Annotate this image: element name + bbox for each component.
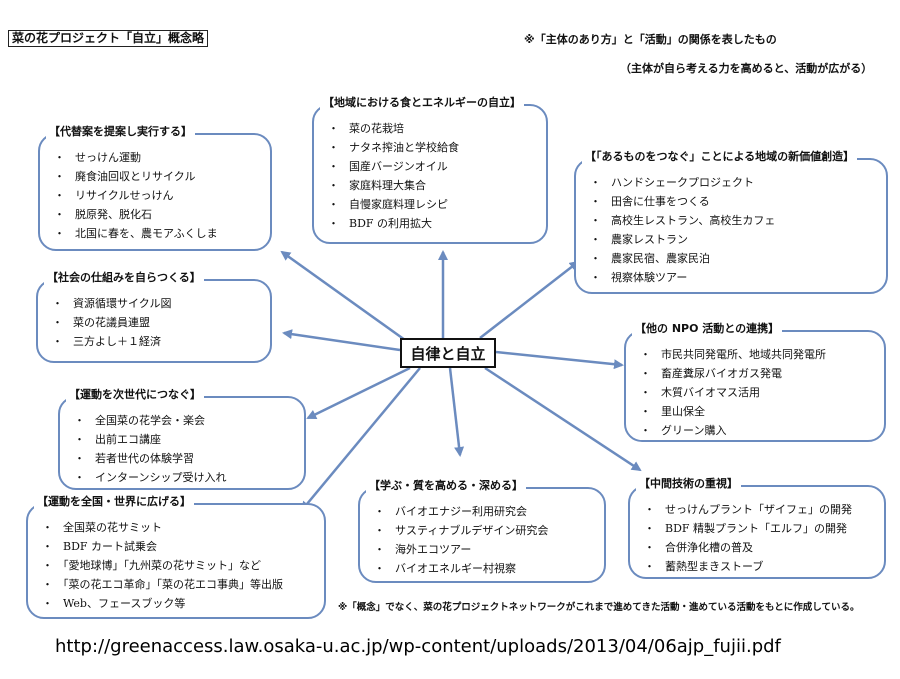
box-local-food: 【地域における食とエネルギーの自立】 菜の花栽培 ナタネ搾油と学校給食 国産バー… xyxy=(312,95,548,244)
list-item: インターンシップ受け入れ xyxy=(74,468,298,487)
arrow-to-social-system xyxy=(282,329,401,352)
list-item: 木質バイオマス活用 xyxy=(640,383,878,402)
box-npo-title: 【他の NPO 活動との連携】 xyxy=(632,321,783,337)
list-item: 北国に春を、農モアふくしま xyxy=(54,224,264,243)
list-item: 全国菜の花サミット xyxy=(42,518,318,537)
center-hub: 自律と自立 xyxy=(400,338,496,368)
arrow-to-spread xyxy=(300,367,421,512)
list-item: BDF カート試乗会 xyxy=(42,537,318,556)
list-item: 菜の花栽培 xyxy=(328,119,540,138)
list-item: 全国菜の花学会・楽会 xyxy=(74,411,298,430)
list-item: BDF の利用拡大 xyxy=(328,214,540,233)
box-social-system: 【社会の仕組みを自らつくる】 資源循環サイクル図 菜の花議員連盟 三方よし＋１経… xyxy=(36,270,272,363)
list-item: 高校生レストラン、高校生カフェ xyxy=(590,211,880,230)
list-item: せっけんプラント「ザイフェ」の開発 xyxy=(644,500,878,519)
list-item: 家庭料理大集合 xyxy=(328,176,540,195)
list-item: 若者世代の体験学習 xyxy=(74,449,298,468)
list-item: 脱原発、脱化石 xyxy=(54,205,264,224)
footnote: ※「概念」でなく、菜の花プロジェクトネットワークがこれまで進めてきた活動・進めて… xyxy=(338,602,860,613)
list-item: 三方よし＋１経済 xyxy=(52,332,264,351)
list-item: 「愛地球博」「九州菜の花サミット」など xyxy=(42,556,318,575)
list-item: ナタネ搾油と学校給食 xyxy=(328,138,540,157)
list-item: 視察体験ツアー xyxy=(590,268,880,287)
box-intermediate-tech: 【中間技術の重視】 せっけんプラント「ザイフェ」の開発 BDF 精製プラント「エ… xyxy=(628,476,886,579)
list-item: バイオエナジー利用研究会 xyxy=(374,502,598,521)
list-item: バイオエネルギー村視察 xyxy=(374,559,598,578)
list-item: BDF 精製プラント「エルフ」の開発 xyxy=(644,519,878,538)
list-item: 資源循環サイクル図 xyxy=(52,294,264,313)
box-spread-title: 【運動を全国・世界に広げる】 xyxy=(34,494,194,510)
arrow-to-intermediate-tech xyxy=(484,366,642,472)
arrow-to-alternatives xyxy=(280,250,406,342)
list-item: 菜の花議員連盟 xyxy=(52,313,264,332)
arrow-to-npo xyxy=(495,350,624,370)
box-connect-title: 【「あるものをつなぐ」ことによる地域の新価値創造】 xyxy=(582,149,858,165)
box-spread: 【運動を全国・世界に広げる】 全国菜の花サミット BDF カート試乗会 「愛地球… xyxy=(26,494,326,619)
header-note-line2: （主体が自ら考える力を高めると、活動が広がる） xyxy=(620,62,873,75)
list-item: グリーン購入 xyxy=(640,421,878,440)
list-item: 自慢家庭料理レシピ xyxy=(328,195,540,214)
list-item: 畜産糞尿バイオガス発電 xyxy=(640,364,878,383)
box-npo: 【他の NPO 活動との連携】 市民共同発電所、地域共同発電所 畜産糞尿バイオガ… xyxy=(624,321,886,442)
list-item: Web、フェースブック等 xyxy=(42,594,318,613)
list-item: 市民共同発電所、地域共同発電所 xyxy=(640,345,878,364)
arrow-to-learning xyxy=(448,367,465,457)
list-item: 田舎に仕事をつくる xyxy=(590,192,880,211)
list-item: 農家レストラン xyxy=(590,230,880,249)
list-item: リサイクルせっけん xyxy=(54,186,264,205)
list-item: 海外エコツアー xyxy=(374,540,598,559)
list-item: サスティナブルデザイン研究会 xyxy=(374,521,598,540)
box-alternatives-title: 【代替案を提案し実行する】 xyxy=(46,124,195,140)
box-alternatives: 【代替案を提案し実行する】 せっけん運動 廃食油回収とリサイクル リサイクルせっ… xyxy=(38,124,272,251)
list-item: ハンドシェークプロジェクト xyxy=(590,173,880,192)
list-item: 農家民宿、農家民泊 xyxy=(590,249,880,268)
box-social-system-title: 【社会の仕組みを自らつくる】 xyxy=(44,270,204,286)
list-item: 蓄熱型まきストーブ xyxy=(644,557,878,576)
box-next-generation: 【運動を次世代につなぐ】 全国菜の花学会・楽会 出前エコ講座 若者世代の体験学習… xyxy=(58,387,306,490)
box-next-generation-title: 【運動を次世代につなぐ】 xyxy=(66,387,204,403)
arrow-to-connect xyxy=(479,260,580,339)
arrow-to-next-generation xyxy=(306,366,411,420)
list-item: 出前エコ講座 xyxy=(74,430,298,449)
list-item: 廃食油回収とリサイクル xyxy=(54,167,264,186)
box-learning-title: 【学ぶ・質を高める・深める】 xyxy=(366,478,526,494)
box-local-food-title: 【地域における食とエネルギーの自立】 xyxy=(320,95,524,111)
list-item: 国産バージンオイル xyxy=(328,157,540,176)
diagram-title: 菜の花プロジェクト「自立」概念略 xyxy=(8,30,209,47)
box-intermediate-tech-title: 【中間技術の重視】 xyxy=(636,476,741,492)
header-note-line1: ※「主体のあり方」と「活動」の関係を表したもの xyxy=(524,33,777,46)
list-item: 合併浄化槽の普及 xyxy=(644,538,878,557)
source-url: http://greenaccess.law.osaka-u.ac.jp/wp-… xyxy=(55,636,781,657)
list-item: 「菜の花エコ革命」「菜の花エコ事典」等出版 xyxy=(42,575,318,594)
list-item: せっけん運動 xyxy=(54,148,264,167)
box-connect: 【「あるものをつなぐ」ことによる地域の新価値創造】 ハンドシェークプロジェクト … xyxy=(574,149,888,294)
box-learning: 【学ぶ・質を高める・深める】 バイオエナジー利用研究会 サスティナブルデザイン研… xyxy=(358,478,606,583)
list-item: 里山保全 xyxy=(640,402,878,421)
